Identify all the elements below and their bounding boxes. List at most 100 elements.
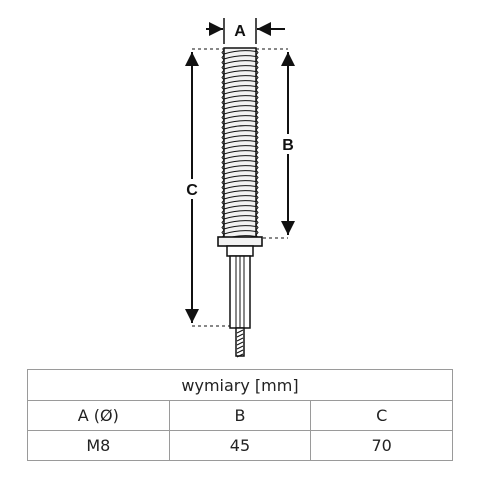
thread-line [223,165,257,170]
thread-crest [221,104,225,111]
thread-crest [221,84,225,91]
thread-crest [255,89,259,96]
thread-crest [221,219,225,226]
thread-crest [255,139,259,146]
thread-crest [255,149,259,156]
thread-crest [221,209,225,216]
thread-line [223,110,257,115]
thread-crest [221,199,225,206]
dimension-b-label: B [282,137,294,154]
thread-crest [255,104,259,111]
thread-line [223,140,257,145]
thread-line [223,205,257,210]
thread-crest [255,114,259,121]
thread-crest [221,189,225,196]
thread-line [223,60,257,65]
thread-crest [255,179,259,186]
thread-line [223,180,257,185]
thread-crest [221,64,225,71]
thread-crest [255,204,259,211]
thread-line [223,65,257,70]
thread-crest [255,94,259,101]
thread-crest [221,179,225,186]
thread-line [223,130,257,135]
thread-crest [255,74,259,81]
thread-line [223,190,257,195]
thread-crest [255,84,259,91]
thread-crest [255,54,259,61]
thread-crest [221,74,225,81]
thread-crest [255,189,259,196]
dimension-a: A [206,18,285,44]
table-row: M8 45 70 [27,430,453,461]
thread-line [223,135,257,140]
table-title: wymiary [mm] [27,369,453,401]
value-c: 70 [310,430,453,461]
thread-line [223,200,257,205]
cable-strand [236,345,244,350]
thread-line [223,120,257,125]
thread-crest [255,229,259,236]
thread-crest [221,119,225,126]
cable-strand [236,333,244,338]
thread-crest [255,214,259,221]
thread-crest [221,184,225,191]
thread-crest [255,154,259,161]
thread-crest [255,64,259,71]
thread-line [223,125,257,130]
thread-crest [221,154,225,161]
header-b: B [168,400,312,431]
thread-crest [255,169,259,176]
thread-line [223,185,257,190]
thread-crest [255,199,259,206]
thread-line [223,85,257,90]
thread-crest [221,144,225,151]
table-title-row: wymiary [mm] [27,369,453,401]
thread-crest [221,54,225,61]
thread-crest [255,174,259,181]
header-c: C [310,400,453,431]
thread-crest [221,134,225,141]
value-b: 45 [168,430,312,461]
thread-crest [221,194,225,201]
thread-line [223,145,257,150]
thread-line [223,225,257,230]
thread-crest [255,164,259,171]
thread-crest [255,79,259,86]
thread-line [223,105,257,110]
cable-strand [236,341,244,346]
thread-crest [255,119,259,126]
thread-crest [221,49,225,56]
thread-crest [221,224,225,231]
thread-crest [221,149,225,156]
header-a: A (Ø) [27,400,170,431]
thread-crest [255,109,259,116]
cable-strand [236,337,244,342]
thread-crest [255,49,259,56]
thread-line [223,95,257,100]
thread-crest [221,204,225,211]
thread-crest [255,184,259,191]
thread-crest [221,79,225,86]
thread-crest [255,159,259,166]
thread-crest [221,59,225,66]
thread-crest [255,144,259,151]
thread-crest [255,69,259,76]
thread-crest [255,209,259,216]
thread-crest [221,99,225,106]
thread-crest [255,134,259,141]
thread-line [223,170,257,175]
lower-body [226,245,254,329]
thread-crest [221,109,225,116]
dimension-c: C [183,48,236,327]
collar [217,236,263,247]
cable-strand [236,329,244,334]
thread-line [223,150,257,155]
thread-crest [221,214,225,221]
thread-crest [255,224,259,231]
thread-line [223,80,257,85]
thread-crest [221,129,225,136]
cable-strand [236,353,244,358]
thread-crest [221,159,225,166]
cable-strand [236,349,244,354]
